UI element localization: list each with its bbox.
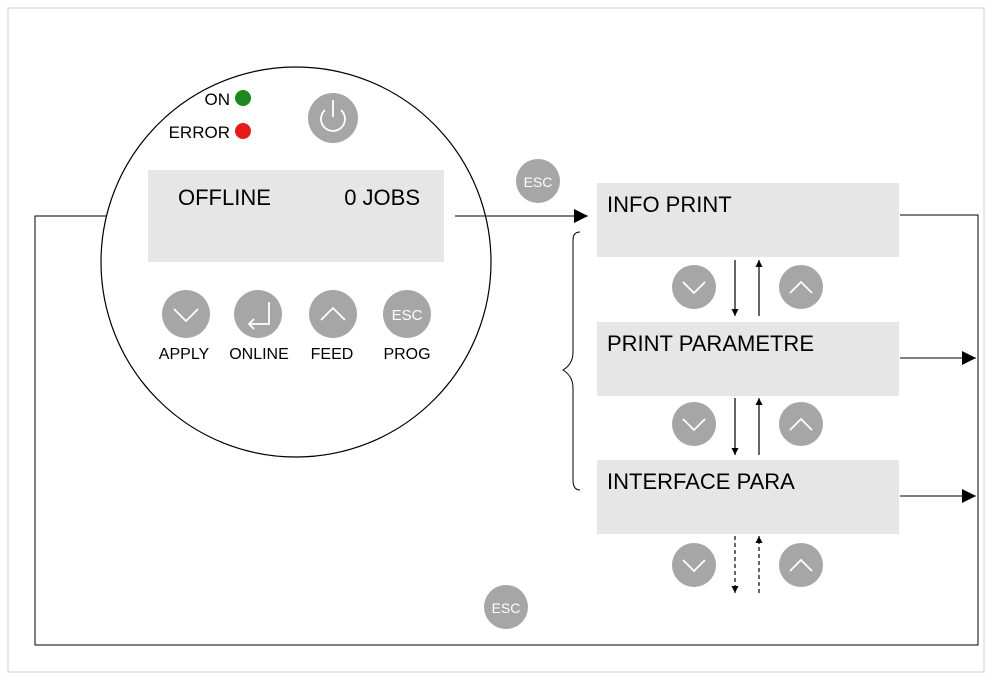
chevron-down-icon xyxy=(173,308,199,323)
power-button[interactable] xyxy=(308,93,358,143)
prog-label: PROG xyxy=(383,346,430,363)
nav-down-button[interactable] xyxy=(672,402,716,446)
apply-button[interactable] xyxy=(162,290,210,338)
chevron-down-icon xyxy=(682,281,706,295)
prog-button[interactable]: ESC xyxy=(383,290,431,338)
lcd-display xyxy=(148,170,444,262)
nav-down-button[interactable] xyxy=(672,265,716,309)
feed-label: FEED xyxy=(311,346,354,363)
esc-return-loop xyxy=(34,209,979,646)
menu-brace xyxy=(562,231,581,491)
menu-item-label: PRINT PARAMETRE xyxy=(607,331,814,356)
online-label: ONLINE xyxy=(229,346,289,363)
chevron-down-icon xyxy=(682,418,706,432)
menu-item-label: INFO PRINT xyxy=(607,192,732,217)
chevron-up-icon xyxy=(320,306,346,321)
menu-item-info-print[interactable] xyxy=(597,183,899,257)
nav-up-button[interactable] xyxy=(779,543,823,587)
menu-item-label: INTERFACE PARA xyxy=(607,469,795,494)
power-icon xyxy=(320,100,346,132)
esc-button-top[interactable]: ESC xyxy=(516,159,560,203)
chevron-up-icon xyxy=(789,417,813,431)
menu-item-print-parametre[interactable] xyxy=(597,322,899,396)
menu-item-interface-para[interactable] xyxy=(597,460,899,534)
on-label: ON xyxy=(205,90,231,109)
error-led-icon xyxy=(235,123,251,139)
esc-icon: ESC xyxy=(492,600,521,616)
online-button[interactable] xyxy=(234,290,282,338)
chevron-down-icon xyxy=(682,559,706,573)
esc-icon: ESC xyxy=(392,307,423,324)
nav-up-button[interactable] xyxy=(779,402,823,446)
feed-button[interactable] xyxy=(309,290,357,338)
display-jobs: 0 JOBS xyxy=(344,185,420,210)
esc-icon: ESC xyxy=(524,174,553,190)
nav-down-button[interactable] xyxy=(672,543,716,587)
display-status: OFFLINE xyxy=(178,185,271,210)
outer-frame xyxy=(7,7,985,673)
chevron-up-icon xyxy=(789,280,813,294)
error-label: ERROR xyxy=(169,123,230,142)
on-led-icon xyxy=(235,90,251,106)
enter-icon xyxy=(247,302,270,330)
esc-button-bottom[interactable]: ESC xyxy=(484,585,528,629)
chevron-up-icon xyxy=(789,558,813,572)
nav-up-button[interactable] xyxy=(779,265,823,309)
apply-label: APPLY xyxy=(159,346,210,363)
